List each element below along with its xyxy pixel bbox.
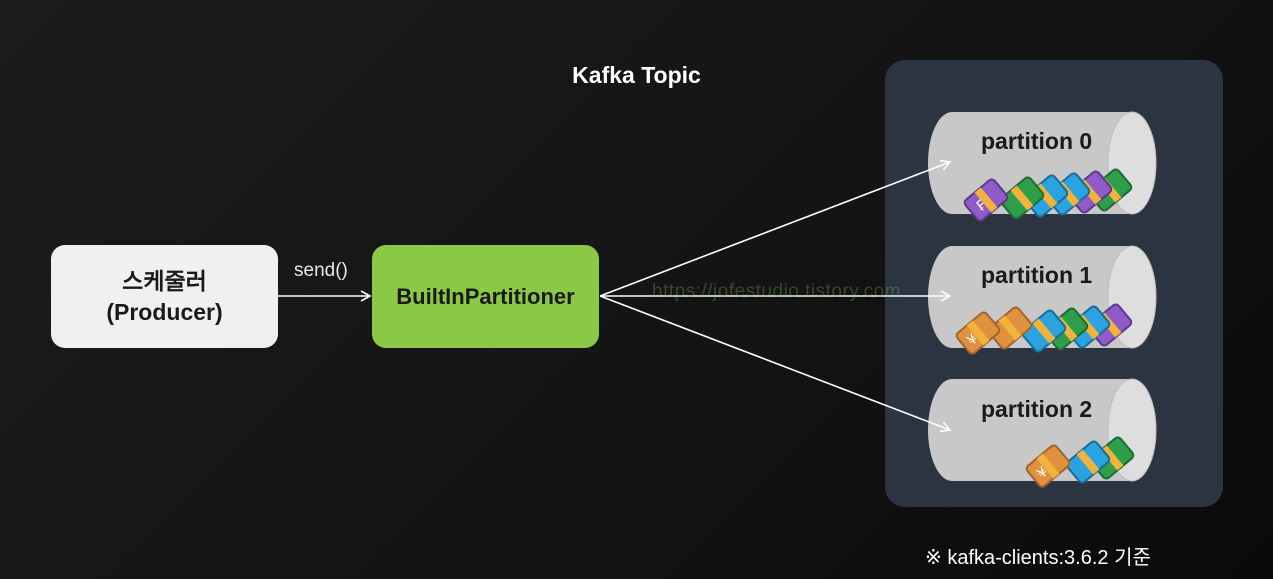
partition-0-messages: ₣: [963, 168, 1133, 222]
arrow-to-partition-0: [599, 159, 952, 297]
money-bundle-icon: [999, 176, 1045, 220]
partitioner-label: BuiltInPartitioner: [396, 283, 575, 309]
version-footnote: ※ kafka-clients:3.6.2 기준: [925, 547, 1151, 569]
money-bundle-icon: [1065, 440, 1111, 484]
builtin-partitioner-node: BuiltInPartitioner: [372, 245, 599, 348]
partition-1-messages: ¥: [955, 303, 1133, 355]
producer-label-korean: 스케줄러: [122, 267, 207, 294]
yen-bundle-icon: ¥: [955, 311, 1001, 355]
partition-0-label: partition 0: [981, 128, 1093, 154]
kafka-topic-title: Kafka Topic: [572, 62, 701, 88]
arrow-to-partition-2: [599, 295, 952, 433]
partition-1-label: partition 1: [981, 262, 1093, 288]
franc-bundle-icon: ₣: [963, 178, 1009, 222]
producer-node: 스케줄러 (Producer): [51, 245, 278, 348]
producer-label-role: (Producer): [106, 298, 223, 325]
money-bundle-icon: [1021, 309, 1067, 353]
send-label: send(): [294, 260, 348, 281]
money-bundle-icon: [987, 306, 1033, 350]
partition-2-label: partition 2: [981, 396, 1093, 422]
yen-bundle-icon: ¥: [1025, 444, 1071, 488]
partition-2-messages: ¥: [1025, 436, 1135, 488]
watermark: https://jofestudio.tistory.com: [652, 281, 902, 302]
